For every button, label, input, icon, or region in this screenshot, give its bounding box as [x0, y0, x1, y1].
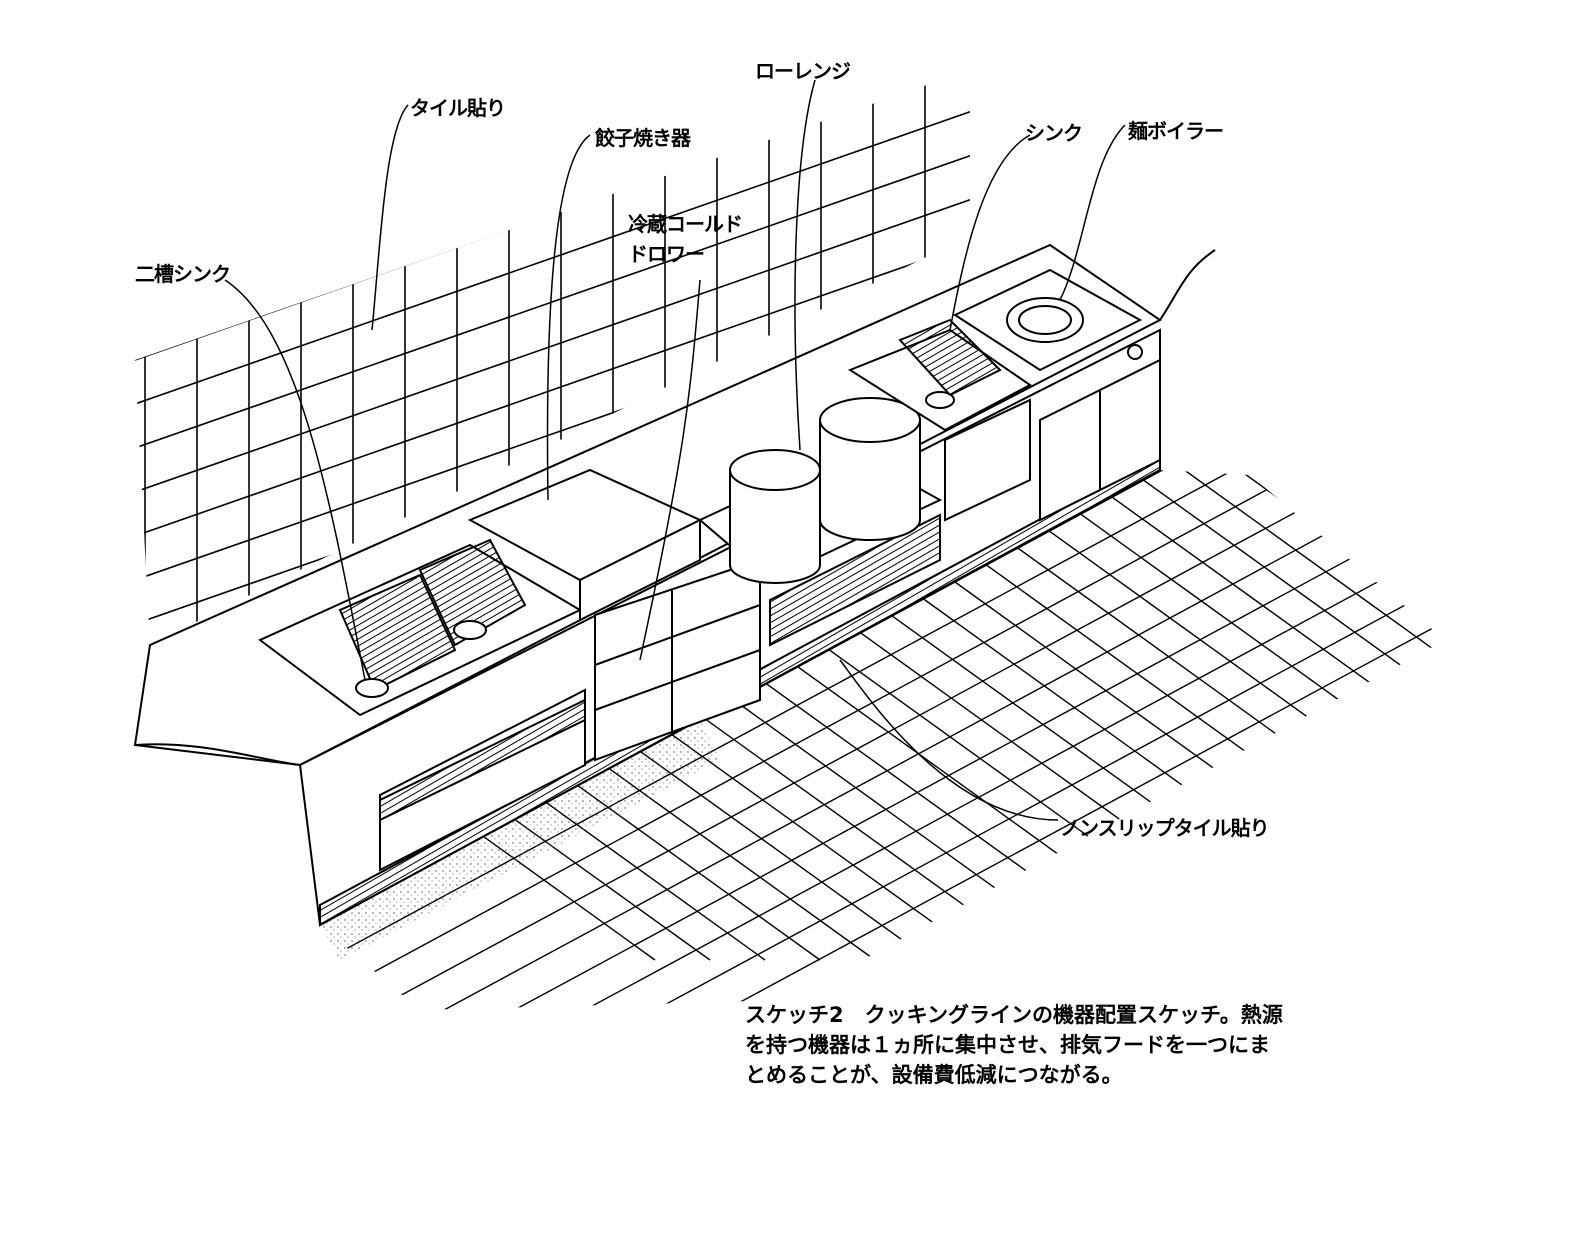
label-cold-drawer-1: 冷蔵コールド — [628, 212, 743, 236]
floor-tile-line — [443, 470, 1445, 1010]
label-cold-drawer-2: ドロワー — [628, 242, 705, 266]
floor-tile-line — [654, 582, 1445, 1010]
label-sink: シンク — [1025, 121, 1083, 145]
caption-line: を持つ機器は１ヵ所に集中させ、排気フードを一つにま — [745, 1033, 1270, 1057]
floor-tile-line — [936, 734, 1445, 1010]
floor-tile-line — [1239, 470, 1421, 601]
floor-tile-line — [869, 599, 1371, 961]
floor-tile-line — [1294, 470, 1445, 579]
floor-tile-line — [1349, 470, 1445, 540]
label-double-sink: 二槽シンク — [135, 262, 231, 286]
label-gyoza-griddle: 餃子焼き器 — [595, 126, 691, 150]
floor-tile-line — [814, 599, 1316, 961]
stock-pot — [729, 470, 821, 584]
floor-tile-line — [1129, 470, 1311, 601]
floor-tile-line — [759, 599, 1261, 961]
wall-tile-line — [135, 110, 970, 405]
floor-tile-line — [373, 470, 1375, 1010]
wall-tile-line — [135, 198, 970, 493]
floor-tile-line — [979, 599, 1445, 936]
label-tile-wall: タイル貼り — [410, 96, 506, 120]
equipment — [134, 249, 1216, 766]
floor-tile-line — [1199, 599, 1445, 777]
floor-tile-line — [1419, 599, 1445, 619]
label-noodle-boiler: 麺ボイラー — [1128, 119, 1224, 143]
caption: スケッチ2 クッキングラインの機器配置スケッチ。熱源 を持つ機器は１ヵ所に集中さ… — [745, 1000, 1395, 1090]
floor-tile-line — [1034, 599, 1445, 896]
wall-tile-line — [135, 242, 970, 537]
floor-tile-line — [865, 696, 1445, 1010]
floor-tile-line — [1404, 470, 1445, 500]
floor-shadow — [320, 720, 720, 960]
label-nonslip-tile: ノンスリップタイル貼り — [1060, 816, 1270, 840]
floor-tile-line — [584, 544, 1445, 1010]
floor-tile-line — [1144, 599, 1445, 817]
floor-tile-line — [725, 620, 1445, 1010]
caption-line: スケッチ2 クッキングラインの機器配置スケッチ。熱源 — [745, 1003, 1283, 1027]
wall-tile-line — [135, 154, 970, 449]
caption-line: とめることが、設備費低減につながる。 — [745, 1063, 1123, 1087]
cold-drawer — [594, 558, 761, 762]
floor-tile-line — [320, 470, 1304, 1002]
leader-lines — [224, 79, 1126, 821]
floor-tile-line — [1184, 470, 1366, 601]
label-low-range: ローレンジ — [755, 59, 851, 83]
floor-tile-line — [1254, 599, 1445, 738]
floor-tile-line — [1309, 599, 1445, 698]
stock-pot — [819, 420, 921, 541]
